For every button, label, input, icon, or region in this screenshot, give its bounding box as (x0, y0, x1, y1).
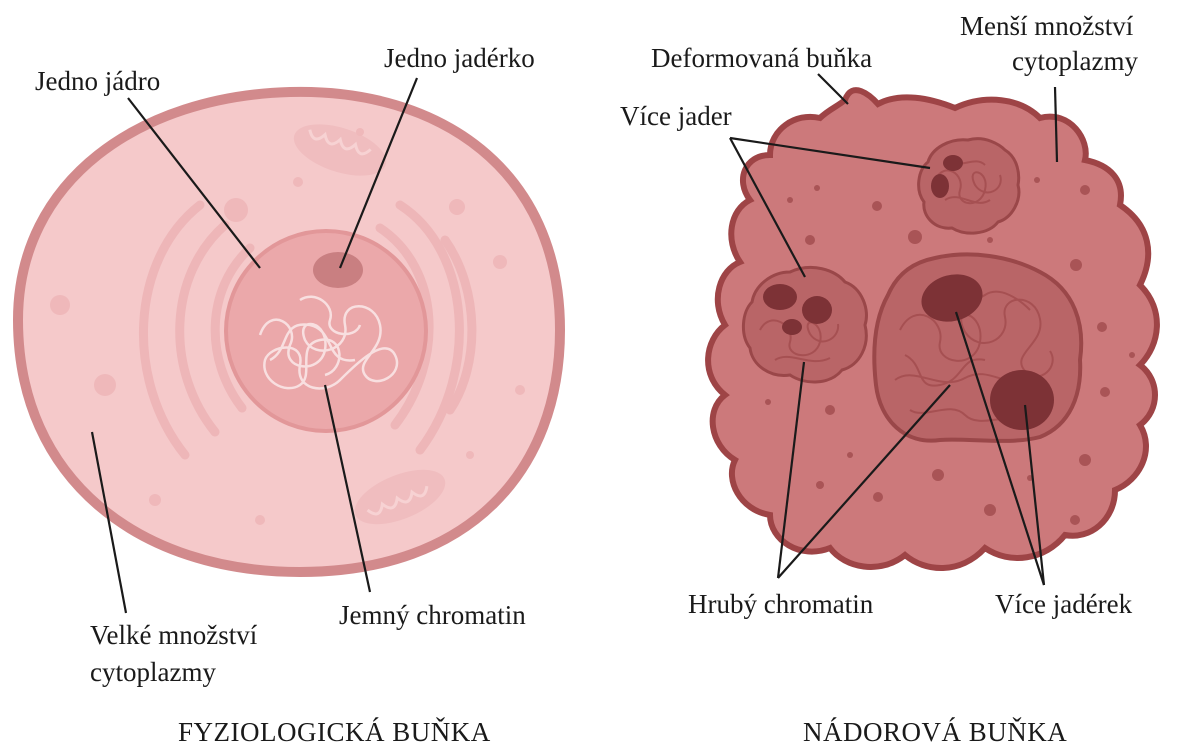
tumor-nucleolus-7 (990, 370, 1054, 430)
label-one-nucleus: Jedno jádro (35, 66, 160, 96)
tumor-nucleus-left (743, 267, 866, 381)
tumor-cell: Deformovaná buňka Menší množství cytopla… (620, 11, 1157, 747)
label-cytoplasm-line2: cytoplazmy (90, 657, 216, 687)
label-multiple-nucleoli: Více jadérek (995, 589, 1133, 619)
label-deformed-cell: Deformovaná buňka (651, 43, 872, 73)
label-coarse-chromatin: Hrubý chromatin (688, 589, 874, 619)
tumor-nucleolus-4 (802, 296, 832, 324)
tumor-nucleolus-3 (763, 284, 797, 310)
label-one-nucleolus: Jedno jadérko (384, 43, 535, 73)
normal-cell: Jedno jádro Jedno jadérko Jemný chromati… (18, 43, 560, 747)
tumor-nucleolus-2 (931, 174, 949, 198)
tumor-nucleus-small (919, 139, 1019, 233)
label-multiple-nuclei: Více jader (620, 101, 732, 131)
normal-nucleolus (313, 252, 363, 288)
label-less-cytoplasm-line2: cytoplazmy (1012, 46, 1138, 76)
label-less-cytoplasm-line1: Menší množství (960, 11, 1134, 41)
normal-cell-title: FYZIOLOGICKÁ BUŇKA (178, 717, 491, 747)
leader-deformed-cell (818, 74, 848, 104)
label-cytoplasm-line1: Velké množství (90, 620, 258, 650)
tumor-nucleolus-1 (943, 155, 963, 171)
label-fine-chromatin: Jemný chromatin (339, 600, 526, 630)
tumor-nucleolus-5 (782, 319, 802, 335)
tumor-cell-title: NÁDOROVÁ BUŇKA (803, 717, 1067, 747)
tumor-nucleus-large (874, 254, 1081, 440)
